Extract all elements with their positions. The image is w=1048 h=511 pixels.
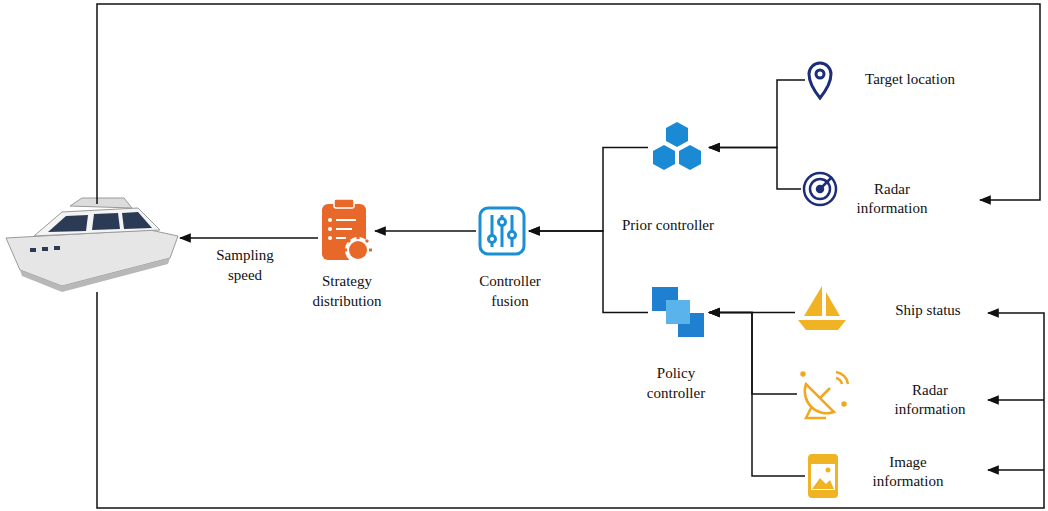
node-label: Ship status bbox=[878, 301, 978, 321]
dish-icon bbox=[802, 372, 849, 418]
icon-node: Controller fusion bbox=[478, 206, 526, 256]
icon-node: Ship status bbox=[797, 285, 847, 332]
sailboat-icon bbox=[798, 286, 846, 330]
node-label: Radar information bbox=[846, 180, 938, 219]
clipboard-icon bbox=[322, 199, 372, 263]
radar-icon bbox=[804, 173, 836, 205]
connector-arrow bbox=[529, 231, 648, 313]
connector-arrow bbox=[709, 313, 805, 477]
node-label: Image information bbox=[858, 453, 958, 492]
node-label: Prior controller bbox=[598, 216, 738, 236]
feedback-line bbox=[97, 4, 1044, 508]
connector-arrow bbox=[709, 148, 801, 190]
edge-label: Sampling speed bbox=[205, 246, 285, 285]
icon-node: Target location bbox=[807, 60, 833, 100]
connector-arrow bbox=[709, 313, 797, 395]
slider-icon bbox=[480, 208, 524, 254]
icon-node: Policy controller bbox=[650, 285, 706, 340]
connector-arrow bbox=[709, 80, 805, 148]
icon-node: Radar information bbox=[803, 172, 837, 206]
pin-icon bbox=[809, 63, 831, 98]
node-label: Strategy distribution bbox=[302, 272, 392, 311]
node-label: Controller fusion bbox=[470, 272, 550, 311]
ship-illustration bbox=[6, 198, 178, 292]
connector-arrow bbox=[375, 230, 476, 232]
node-label: Radar information bbox=[880, 381, 980, 420]
icon-node: Radar information bbox=[799, 368, 847, 420]
hexagon-icon bbox=[653, 122, 701, 170]
node-label: Policy controller bbox=[636, 364, 716, 403]
squares-icon bbox=[652, 287, 704, 337]
node-label: Target location bbox=[840, 70, 980, 90]
image-icon bbox=[808, 454, 838, 498]
icon-node: Image information bbox=[807, 452, 839, 500]
icon-node: Strategy distribution bbox=[322, 199, 372, 263]
icon-node: Prior controller bbox=[650, 120, 706, 175]
